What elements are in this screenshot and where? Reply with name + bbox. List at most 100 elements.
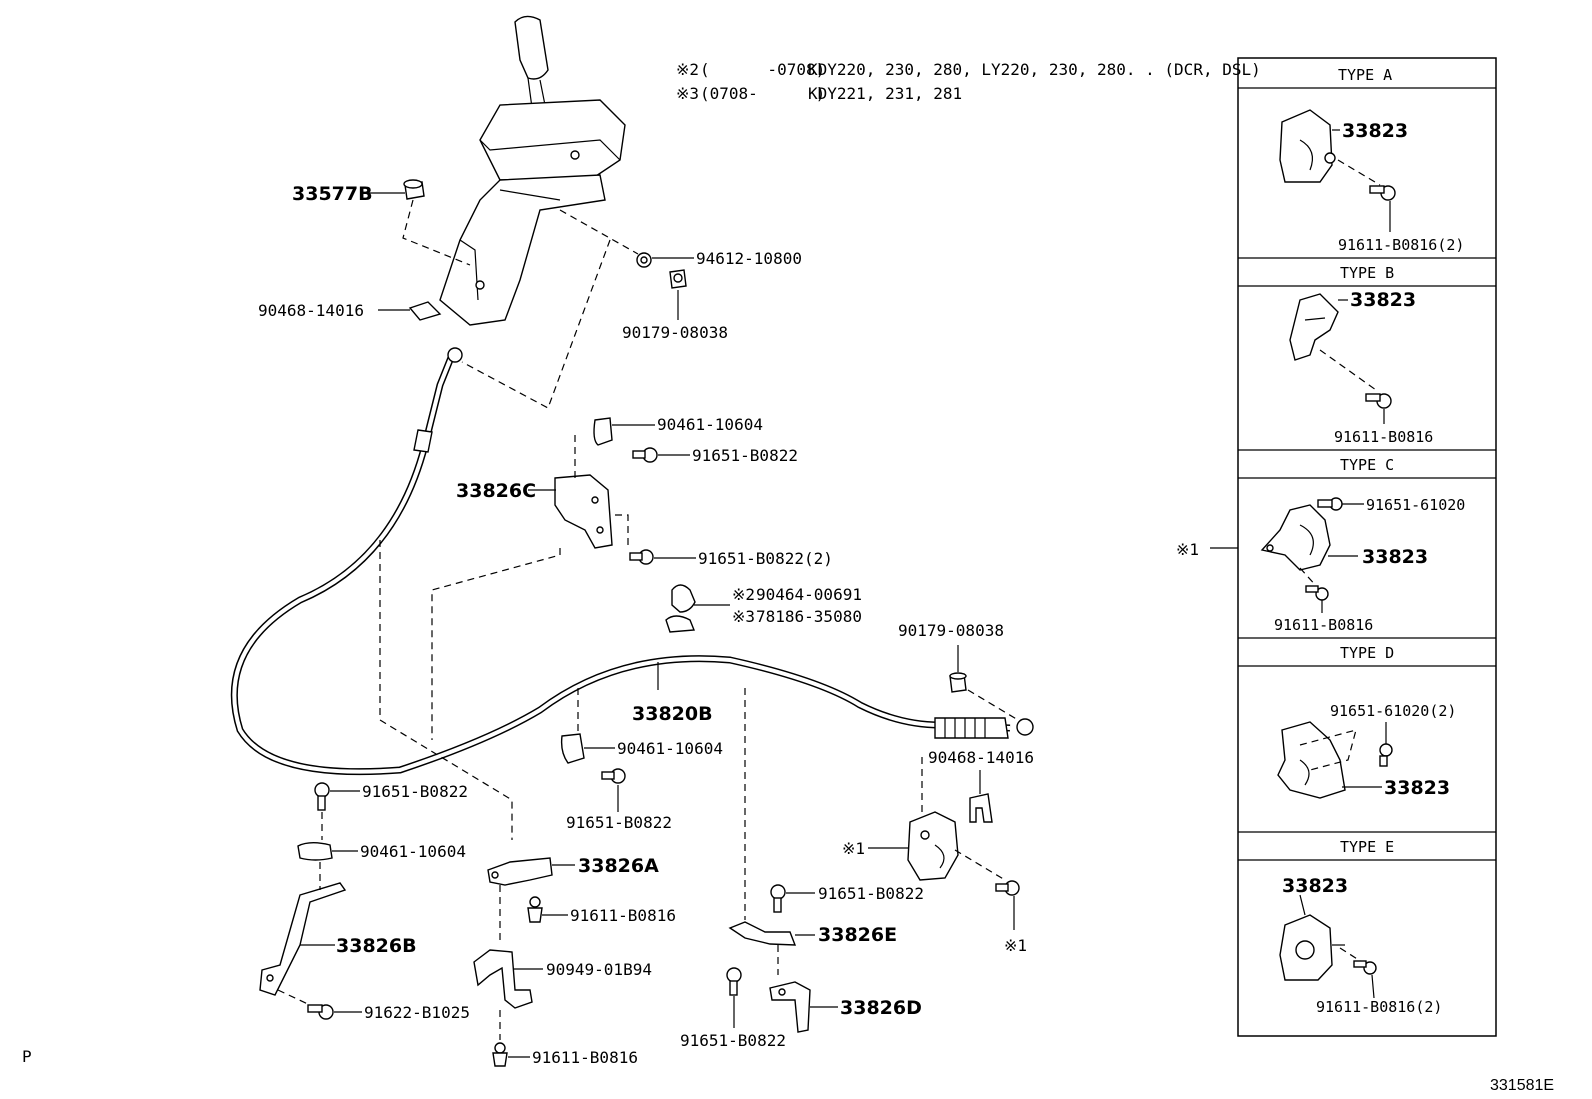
label-90179-08038-a: 90179-08038 bbox=[622, 323, 728, 342]
type-e-bolt[interactable] bbox=[1353, 960, 1377, 975]
bolt-91651-B0822-b[interactable] bbox=[601, 768, 626, 784]
label-ref1-c: ※1 bbox=[1176, 540, 1199, 559]
type-a-part: 33823 bbox=[1342, 120, 1408, 142]
bolt-91622-B1025[interactable] bbox=[307, 1004, 334, 1020]
nut-90179-08038-b[interactable] bbox=[949, 672, 967, 693]
label-91651-B0822-d: 91651-B0822 bbox=[818, 884, 924, 903]
shift-lever-assembly[interactable] bbox=[439, 15, 626, 326]
type-c-bolt2-label: 91651-61020 bbox=[1366, 496, 1465, 514]
label-33826B: 33826B bbox=[336, 935, 417, 957]
bracket-33826C[interactable] bbox=[554, 474, 613, 549]
type-d-title: TYPE D bbox=[1340, 644, 1394, 662]
type-a-bracket[interactable] bbox=[1279, 109, 1336, 183]
label-78186-35080: 78186-35080 bbox=[756, 607, 862, 626]
type-e-title: TYPE E bbox=[1340, 838, 1394, 856]
bracket-33826E[interactable] bbox=[728, 921, 797, 946]
label-90464-00691: 90464-00691 bbox=[756, 585, 862, 604]
label-ref1-a: ※1 bbox=[842, 839, 865, 858]
type-a-title: TYPE A bbox=[1338, 66, 1392, 84]
label-90461-10604-b: 90461-10604 bbox=[617, 739, 723, 758]
bolt-91651-B0822-a[interactable] bbox=[632, 447, 658, 463]
cable-end-upper bbox=[413, 347, 463, 453]
clamp-90461-10604-a[interactable] bbox=[593, 417, 613, 446]
label-33826C: 33826C bbox=[456, 480, 536, 502]
clip-90468-14016-a[interactable] bbox=[408, 301, 442, 321]
label-91611-B0816-b: 91611-B0816 bbox=[532, 1048, 638, 1067]
figure-id: 331581E bbox=[1490, 1077, 1554, 1094]
note-3-range: (0708- ) bbox=[700, 84, 825, 103]
type-d-bolt[interactable] bbox=[1379, 743, 1393, 767]
type-panel bbox=[1237, 57, 1497, 1037]
bolt-91651-B0822-d[interactable] bbox=[770, 884, 786, 913]
label-ref1-b: ※1 bbox=[1004, 936, 1027, 955]
bolt-91651-B0822-2[interactable] bbox=[629, 549, 654, 565]
label-33577B: 33577B bbox=[292, 183, 373, 205]
bracket-33826B[interactable] bbox=[259, 882, 347, 996]
type-b-title: TYPE B bbox=[1340, 264, 1394, 282]
label-91622-B1025: 91622-B1025 bbox=[364, 1003, 470, 1022]
type-b-bolt[interactable] bbox=[1365, 393, 1392, 409]
label-33820B: 33820B bbox=[632, 703, 713, 725]
bolt-91611-B0816-a[interactable] bbox=[527, 896, 543, 923]
label-sym3: ※3 bbox=[732, 607, 755, 626]
type-b-bracket[interactable] bbox=[1289, 293, 1339, 361]
bracket-33826A[interactable] bbox=[487, 857, 553, 886]
type-c-title: TYPE C bbox=[1340, 456, 1394, 474]
label-33826E: 33826E bbox=[818, 924, 897, 946]
type-c-bolt-top[interactable] bbox=[1317, 497, 1343, 511]
note-3-sym: ※3 bbox=[676, 84, 699, 103]
bracket-33826D[interactable] bbox=[769, 981, 811, 1033]
label-90468-14016-a: 90468-14016 bbox=[258, 301, 364, 320]
label-90179-08038-b: 90179-08038 bbox=[898, 621, 1004, 640]
note-2-sym: ※2 bbox=[676, 60, 699, 79]
footer-left: P bbox=[22, 1047, 32, 1066]
type-e-bolt-label: 91611-B0816(2) bbox=[1316, 998, 1442, 1016]
type-d-bracket[interactable] bbox=[1277, 721, 1346, 799]
type-b-part: 33823 bbox=[1350, 289, 1416, 311]
label-90468-14016-b: 90468-14016 bbox=[928, 748, 1034, 767]
label-sym2: ※2 bbox=[732, 585, 755, 604]
type-c-bolt-bottom[interactable] bbox=[1305, 585, 1329, 601]
type-b-bolt-label: 91611-B0816 bbox=[1334, 428, 1433, 446]
bracket-ref1-center[interactable] bbox=[907, 811, 959, 881]
note-2-range: ( -0708) bbox=[700, 60, 825, 79]
label-90461-10604-a: 90461-10604 bbox=[657, 415, 763, 434]
nut-90179-08038-a[interactable] bbox=[669, 269, 687, 289]
note-3-models: KDY221, 231, 281 bbox=[808, 84, 962, 103]
clamp-90464-00691[interactable] bbox=[665, 584, 696, 633]
type-c-bracket[interactable] bbox=[1260, 504, 1331, 571]
nut-94612-10800[interactable] bbox=[636, 252, 652, 268]
cap-33577B[interactable] bbox=[403, 179, 425, 200]
clamp-90461-10604-c[interactable] bbox=[297, 842, 333, 861]
cable-33820B[interactable] bbox=[230, 353, 1011, 776]
label-33826A: 33826A bbox=[578, 855, 659, 877]
type-a-bolt[interactable] bbox=[1369, 185, 1396, 201]
clamp-90461-10604-b[interactable] bbox=[560, 733, 585, 764]
label-91611-B0816-a: 91611-B0816 bbox=[570, 906, 676, 925]
bolt-91651-B0822-e[interactable] bbox=[726, 967, 742, 996]
bolt-91611-B0816-b[interactable] bbox=[492, 1042, 508, 1067]
label-90461-10604-c: 90461-10604 bbox=[360, 842, 466, 861]
type-a-bolt-label: 91611-B0816(2) bbox=[1338, 236, 1464, 254]
cable-end-lower bbox=[934, 717, 1034, 739]
label-94612-10800: 94612-10800 bbox=[696, 249, 802, 268]
type-d-bolt2-label: 91651-61020(2) bbox=[1330, 702, 1456, 720]
label-91651-B0822-2: 91651-B0822(2) bbox=[698, 549, 833, 568]
type-e-bracket[interactable] bbox=[1279, 914, 1345, 981]
label-33826D: 33826D bbox=[840, 997, 922, 1019]
type-d-part: 33823 bbox=[1384, 777, 1450, 799]
clamp-90949-01B94[interactable] bbox=[473, 949, 533, 1009]
type-c-part: 33823 bbox=[1362, 546, 1428, 568]
type-e-part: 33823 bbox=[1282, 875, 1348, 897]
bolt-91651-B0822-c[interactable] bbox=[314, 782, 330, 811]
label-91651-B0822-e: 91651-B0822 bbox=[680, 1031, 786, 1050]
note-2-models: KDY220, 230, 280, LY220, 230, 280. . (DC… bbox=[808, 60, 1261, 79]
clip-90468-14016-b[interactable] bbox=[969, 793, 993, 823]
label-90949-01B94: 90949-01B94 bbox=[546, 960, 652, 979]
bolt-ref1-center[interactable] bbox=[995, 880, 1020, 896]
label-91651-B0822-b: 91651-B0822 bbox=[566, 813, 672, 832]
label-91651-B0822-a: 91651-B0822 bbox=[692, 446, 798, 465]
label-91651-B0822-c: 91651-B0822 bbox=[362, 782, 468, 801]
type-c-bolt-label: 91611-B0816 bbox=[1274, 616, 1373, 634]
